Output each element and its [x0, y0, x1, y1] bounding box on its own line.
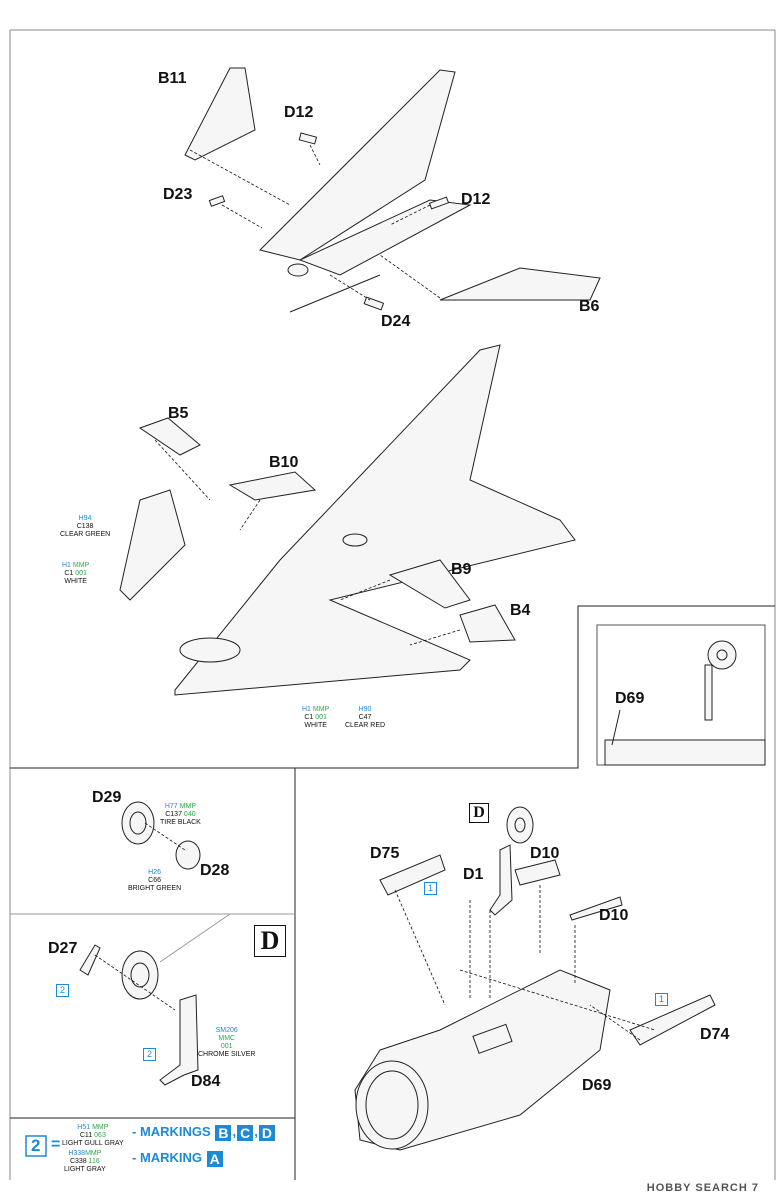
paint-code: H51	[77, 1124, 91, 1131]
legend-paint-light-gull-gray: H51 MMP C11 063 LIGHT GULL GRAY	[62, 1124, 124, 1148]
marking-a-box: A	[206, 1150, 223, 1167]
paint-code: C66	[148, 877, 161, 884]
watermark-text: HOBBY SEARCH	[646, 1182, 748, 1194]
marking-text: - MARKING	[132, 1150, 203, 1165]
label-b11: B11	[158, 70, 187, 87]
label-b4: B4	[510, 602, 531, 619]
paint-code: C338	[69, 1158, 87, 1165]
label-d28: D28	[200, 862, 230, 879]
paint-code: H1	[302, 706, 311, 713]
paint-white-left: H1 MMP C1 001 WHITE	[62, 562, 89, 586]
paint-code: MMP	[72, 562, 90, 569]
legend-row2-marking: - MARKING A	[132, 1150, 224, 1167]
label-b5: B5	[168, 405, 189, 422]
paint-code: MMP	[312, 706, 330, 713]
label-d10-upper: D10	[530, 845, 560, 862]
paint-name: TIRE BLACK	[160, 819, 201, 826]
paint-code: H338	[68, 1150, 86, 1157]
paint-clear-red: H90 C47 CLEAR RED	[345, 706, 385, 730]
legend-paint-light-gray: H338MMP C338 116 LIGHT GRAY	[64, 1150, 106, 1174]
label-d23: D23	[163, 186, 193, 203]
subassembly-d-box: D	[254, 925, 286, 957]
paint-code: MMP	[92, 1124, 109, 1131]
paint-code: 040	[183, 811, 196, 818]
paint-name: CLEAR GREEN	[60, 531, 111, 538]
paint-name: WHITE	[64, 578, 87, 585]
label-d84: D84	[191, 1073, 221, 1090]
paint-code: MMP	[85, 1150, 102, 1157]
paint-code: MMC	[218, 1035, 236, 1042]
legend-row1-markings: - MARKINGS B,C,D	[132, 1124, 276, 1141]
label-b6: B6	[579, 298, 600, 315]
paint-code: SM206	[215, 1027, 238, 1034]
label-d12-lower: D12	[461, 191, 491, 208]
paint-name: WHITE	[304, 722, 327, 729]
paint-code: H90	[358, 706, 372, 713]
paint-chrome-silver: SM206 MMC 001 CHROME SILVER	[198, 1027, 255, 1059]
paint-name: LIGHT GULL GRAY	[62, 1140, 124, 1147]
label-d24: D24	[381, 313, 411, 330]
paint-code: C11	[79, 1132, 93, 1139]
label-d1: D1	[463, 866, 484, 883]
label-d10-lower: D10	[599, 907, 629, 924]
label-b10: B10	[269, 454, 299, 471]
paint-name: CLEAR RED	[345, 722, 386, 729]
paint-code: 116	[88, 1158, 100, 1165]
paint-bright-green: H26 C66 BRIGHT GREEN	[128, 869, 181, 893]
paint-code: C138	[76, 523, 94, 530]
markings-text: - MARKINGS	[132, 1124, 211, 1139]
step-2-leg: 2	[143, 1048, 156, 1061]
step-1-d74: 1	[655, 993, 668, 1006]
marking-d-box: D	[258, 1124, 275, 1141]
label-d69-inset: D69	[615, 690, 645, 707]
paint-code: 001	[75, 570, 87, 577]
paint-name: LIGHT GRAY	[64, 1166, 106, 1173]
paint-code: 001	[315, 714, 327, 721]
label-d75: D75	[370, 845, 400, 862]
label-d12-upper: D12	[284, 104, 314, 121]
paint-clear-green: H94 C138 CLEAR GREEN	[60, 515, 110, 539]
paint-code: H26	[148, 869, 161, 876]
watermark: HOBBY SEARCH 7	[647, 1182, 759, 1194]
marking-c-box: C	[237, 1124, 254, 1141]
label-d29: D29	[92, 789, 122, 806]
paint-code: C1	[64, 570, 74, 577]
label-d74: D74	[700, 1026, 730, 1043]
paint-name: CHROME SILVER	[198, 1051, 256, 1058]
step-2-wheel: 2	[56, 984, 69, 997]
paint-code: MMP	[179, 803, 196, 810]
label-d27: D27	[48, 940, 78, 957]
paint-code: H1	[62, 562, 71, 569]
label-d69: D69	[582, 1077, 612, 1094]
paint-code: C137	[165, 811, 182, 818]
label-b9: B9	[451, 561, 472, 578]
subassembly-d-box-nose: D	[469, 803, 489, 823]
marking-b-box: B	[215, 1124, 232, 1141]
page-number: 7	[751, 1182, 759, 1194]
paint-name: BRIGHT GREEN	[128, 885, 182, 892]
paint-code: 001	[220, 1043, 233, 1050]
paint-code: 063	[94, 1132, 106, 1139]
paint-code: C1	[304, 714, 314, 721]
paint-tire-black: H77 MMP C137 040 TIRE BLACK	[160, 803, 201, 827]
legend-equals: =	[51, 1136, 61, 1153]
step-1-d75: 1	[424, 882, 437, 895]
paint-code: H77	[164, 803, 178, 810]
paint-code: C47	[358, 714, 372, 721]
paint-white-bottom: H1 MMP C1 001 WHITE	[302, 706, 329, 730]
legend-number: 2	[31, 1136, 41, 1155]
paint-code: H94	[78, 515, 92, 522]
